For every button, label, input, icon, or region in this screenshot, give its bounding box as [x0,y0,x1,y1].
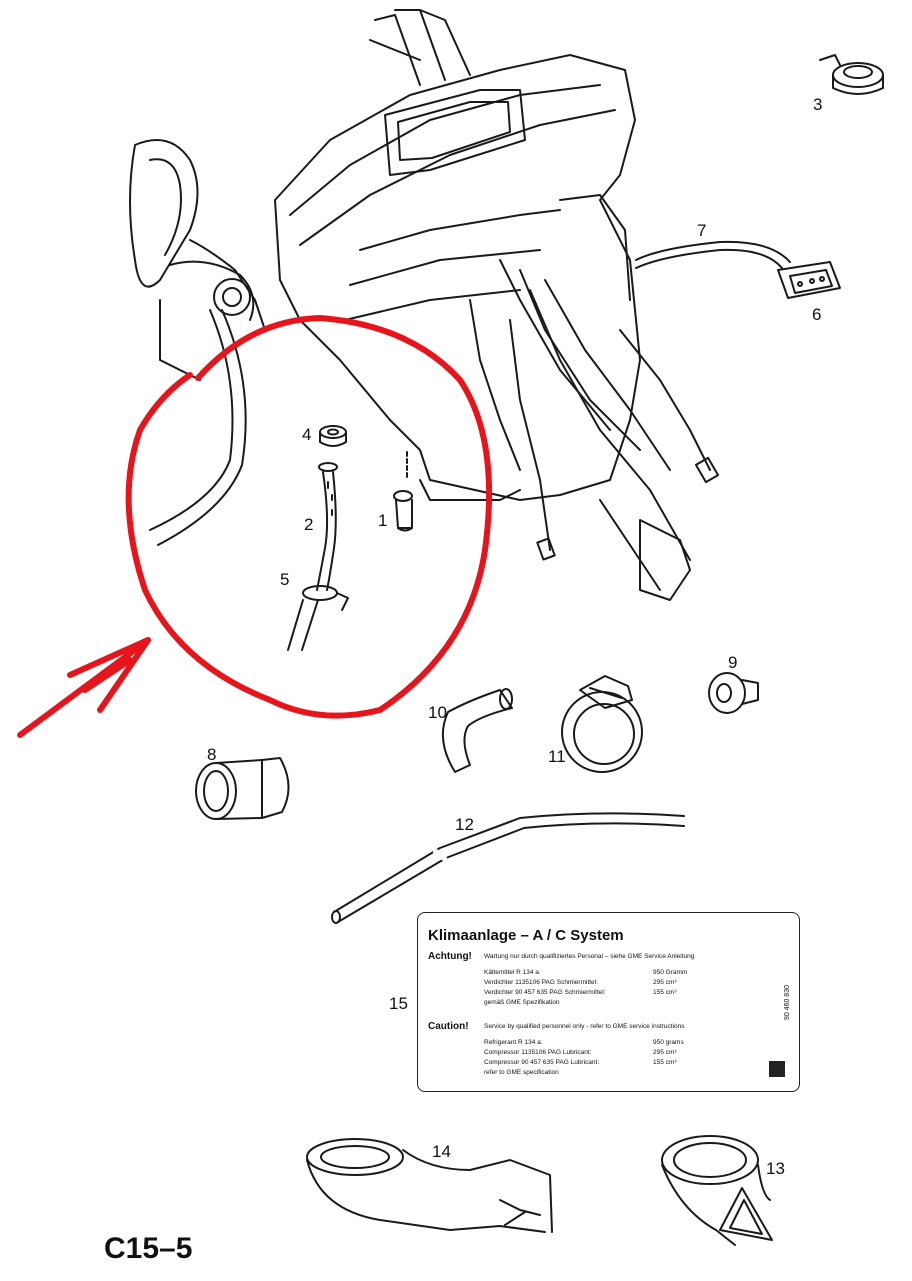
label-de-value: 155 cm³ [653,989,677,996]
part-13-duct-adapter [661,1135,773,1246]
callout-3: 3 [813,95,822,114]
label-en-row: refer to GME specification [484,1069,559,1076]
part-3-clip [819,54,884,95]
gm-logo-icon [769,1061,785,1077]
part-5-clamp [287,585,349,651]
label-en-row: Compressor 90 457 635 PAG Lubricant: [484,1059,600,1066]
label-caution-text: Service by qualified personnel only - re… [484,1023,685,1030]
callout-6: 6 [812,305,821,324]
highlight-circle [125,315,493,719]
callout-13: 13 [766,1159,785,1178]
part-11-hose-clamp [561,675,643,773]
label-en-value: 950 grams [653,1039,684,1046]
label-en-row: Refrigerant R 134 a: [484,1039,543,1046]
label-title: Klimaanlage – A / C System [428,927,624,944]
part-10-elbow-hose [441,688,513,773]
callout-4: 4 [302,425,311,444]
callout-12: 12 [455,815,474,834]
label-achtung-heading: Achtung! [428,951,472,962]
callout-11: 11 [548,747,566,766]
callout-10: 10 [428,703,447,722]
label-de-value: 295 cm³ [653,979,677,986]
highlight-arrow-head-3 [82,657,133,693]
callout-2: 2 [304,515,313,534]
highlight-arrow-head-1 [67,637,151,678]
label-caution-heading: Caution! [428,1021,469,1032]
part-12-tube [331,812,685,924]
page-code: C15–5 [104,1232,193,1265]
callout-15: 15 [389,994,408,1013]
label-part-code: 90 460 830 [784,985,791,1021]
label-de-row: Verdichter 1135106 PAG Schmiermittel: [484,979,598,986]
callout-14: 14 [432,1142,451,1161]
label-de-row: Verdichter 90 457 635 PAG Schmiermittel: [484,989,606,996]
callout-7: 7 [697,221,706,240]
label-de-row: gemäß GME Spezifikation [484,999,560,1006]
label-en-row: Compressor 1135106 PAG Lubricant: [484,1049,592,1056]
part-4-grommet [319,425,347,447]
part-9-grommet [708,672,759,714]
callout-1: 1 [378,511,387,530]
part-1-clip [393,451,413,532]
callout-9: 9 [728,653,737,672]
label-en-value: 295 cm³ [653,1049,677,1056]
part-8-coupling [195,757,290,820]
callout-5: 5 [280,570,289,589]
part-7-cable [635,240,791,269]
heater-housing [129,9,720,601]
part-15-ac-label: Klimaanlage – A / C System Achtung! Wart… [417,912,800,1092]
label-achtung-text: Wartung nur durch qualifiziertes Persona… [484,953,695,960]
label-de-row: Kältemittel R 134 a: [484,969,541,976]
callout-8: 8 [207,745,216,764]
part-2-drain-hose [316,462,338,591]
label-en-value: 155 cm³ [653,1059,677,1066]
part-6-connector [777,261,841,299]
part-14-air-duct [306,1138,553,1233]
label-de-value: 950 Gramm [653,969,688,976]
highlight-arrow-head-2 [97,637,151,713]
